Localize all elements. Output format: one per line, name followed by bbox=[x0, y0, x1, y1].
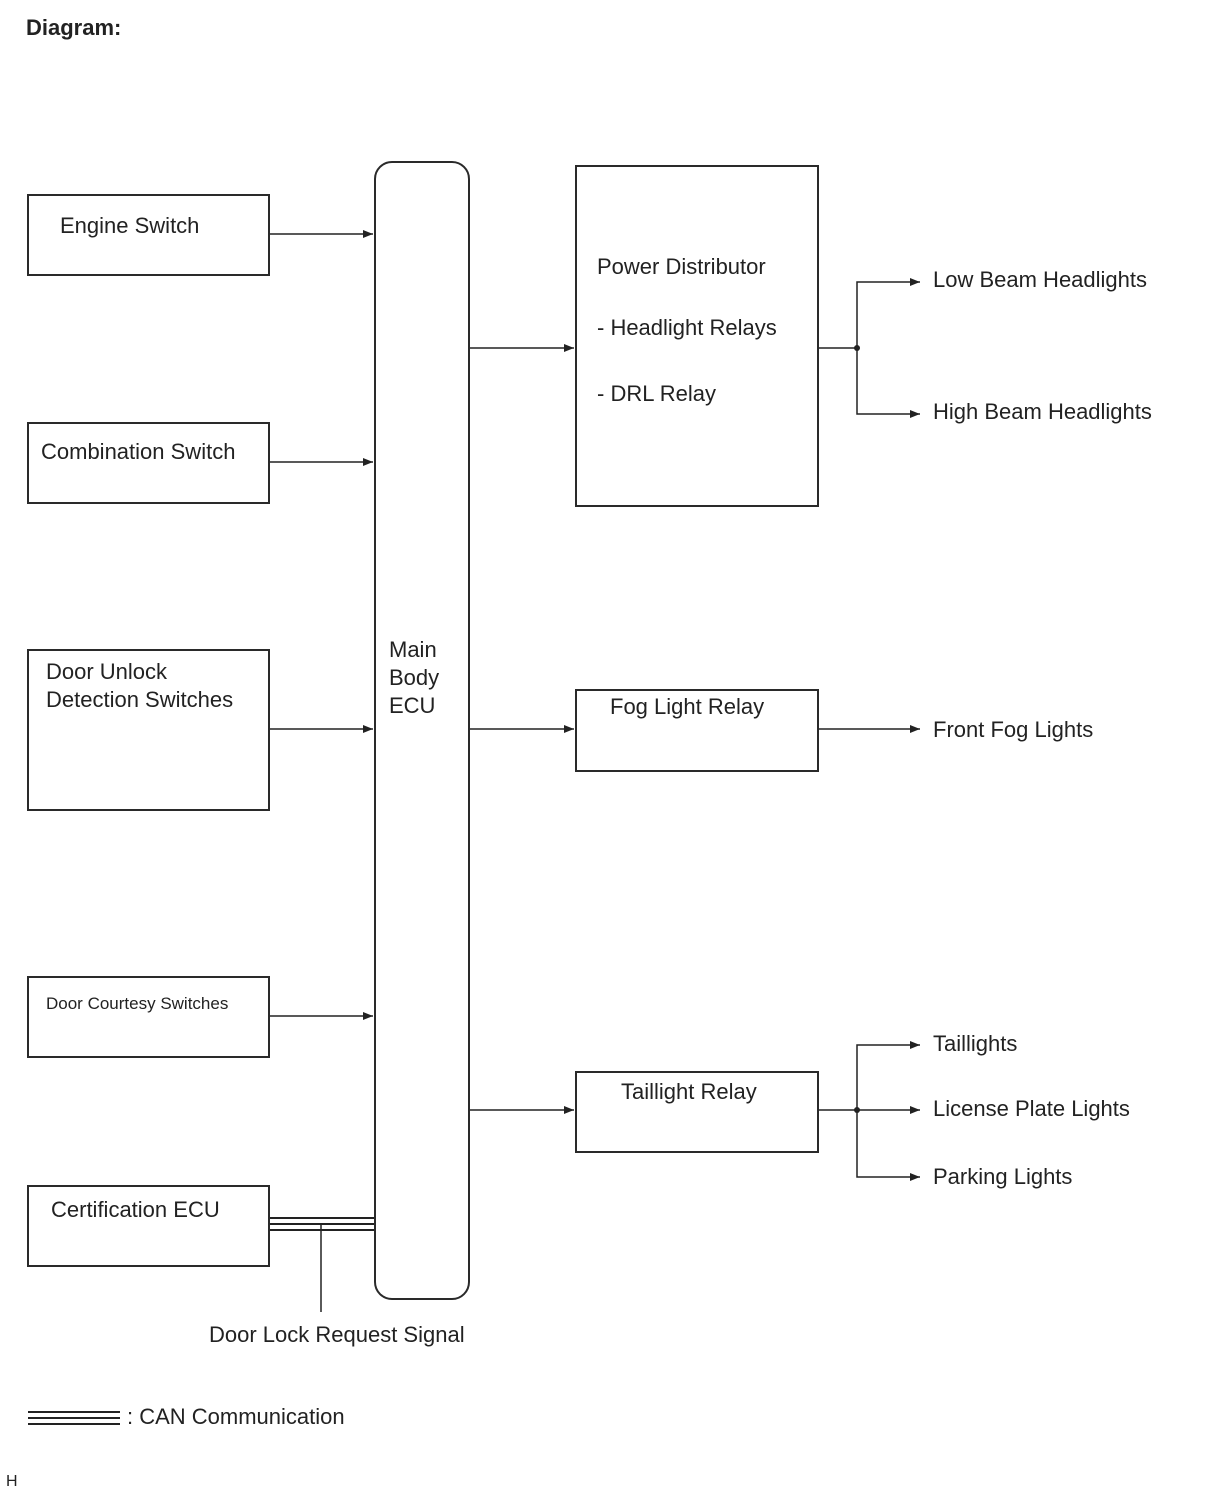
power-distributor-box: Power Distributor - Headlight Relays - D… bbox=[575, 165, 819, 507]
taillight-relay-box: Taillight Relay bbox=[575, 1071, 819, 1153]
taillight-relay-label: Taillight Relay bbox=[621, 1079, 757, 1104]
certification-ecu-box: Certification ECU bbox=[27, 1185, 270, 1267]
door-courtesy-box: Door Courtesy Switches bbox=[27, 976, 270, 1058]
combination-switch-box: Combination Switch bbox=[27, 422, 270, 504]
door-unlock-box: Door Unlock Detection Switches bbox=[27, 649, 270, 811]
engine-switch-box: Engine Switch bbox=[27, 194, 270, 276]
power-distributor-title: Power Distributor bbox=[597, 254, 766, 279]
junction-dot-headlights bbox=[854, 345, 860, 351]
combination-switch-label: Combination Switch bbox=[41, 439, 236, 464]
headlight-relays-label: - Headlight Relays bbox=[597, 315, 777, 340]
can-legend-label: : CAN Communication bbox=[127, 1404, 345, 1429]
door-courtesy-label: Door Courtesy Switches bbox=[46, 994, 229, 1013]
junction-dot-taillights bbox=[854, 1107, 860, 1113]
fog-light-relay-box: Fog Light Relay bbox=[575, 689, 819, 772]
high-beam-label: High Beam Headlights bbox=[933, 399, 1152, 424]
front-fog-label: Front Fog Lights bbox=[933, 717, 1094, 742]
low-beam-branch bbox=[818, 278, 920, 349]
ecu-label-line1: Main bbox=[389, 637, 437, 662]
main-body-ecu-box: Main Body ECU bbox=[374, 161, 470, 1300]
low-beam-label: Low Beam Headlights bbox=[933, 267, 1148, 292]
door-lock-signal-label: Door Lock Request Signal bbox=[209, 1322, 465, 1347]
door-unlock-label-line2: Detection Switches bbox=[46, 687, 234, 712]
can-bus-lines bbox=[269, 1217, 375, 1231]
diagram-heading: Diagram: bbox=[26, 15, 122, 40]
footer-mark: H bbox=[6, 1473, 18, 1490]
can-legend-symbol bbox=[28, 1411, 120, 1425]
ecu-label-line3: ECU bbox=[389, 693, 436, 718]
certification-ecu-label: Certification ECU bbox=[51, 1197, 220, 1222]
license-plate-label: License Plate Lights bbox=[933, 1096, 1130, 1121]
drl-relay-label: - DRL Relay bbox=[597, 381, 716, 406]
door-unlock-label-line1: Door Unlock bbox=[46, 659, 168, 684]
engine-switch-label: Engine Switch bbox=[60, 213, 200, 238]
ecu-label-line2: Body bbox=[389, 665, 440, 690]
parking-branch bbox=[856, 1110, 920, 1181]
taillights-branch bbox=[856, 1041, 920, 1110]
fog-light-relay-label: Fog Light Relay bbox=[610, 694, 765, 719]
parking-label: Parking Lights bbox=[933, 1164, 1073, 1189]
taillights-label: Taillights bbox=[933, 1031, 1018, 1056]
high-beam-branch bbox=[856, 348, 920, 418]
